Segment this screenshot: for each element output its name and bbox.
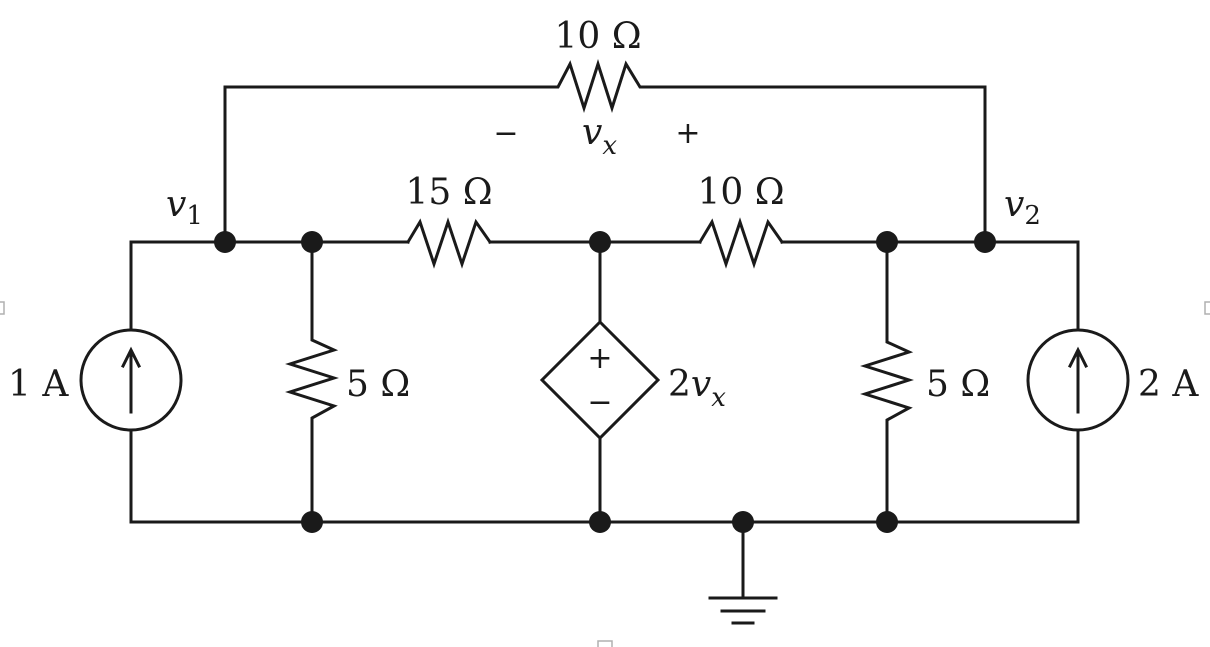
dep-source-plus: + <box>587 341 612 376</box>
node-dot <box>876 511 898 533</box>
crop-mark-right <box>1204 301 1210 315</box>
label-v1: v1 <box>166 184 203 231</box>
dep-var: v <box>691 364 711 405</box>
resistor-5-ohm-right <box>860 240 914 524</box>
v1-var: v <box>166 184 186 225</box>
label-v2: v2 <box>1004 184 1041 231</box>
crop-mark-left <box>0 301 5 315</box>
dependent-voltage-source <box>539 319 661 441</box>
node-dot <box>301 511 323 533</box>
node-dot <box>876 231 898 253</box>
arrow-up-icon <box>1067 346 1089 414</box>
dep-sub: x <box>711 383 726 413</box>
label-r5-right: 5 Ω <box>926 364 990 405</box>
v1-sub: 1 <box>186 201 203 231</box>
crop-mark-bottom <box>597 640 613 647</box>
wire-mid-right <box>780 240 1080 332</box>
label-source-right: 2 A <box>1138 364 1199 405</box>
label-vx-minus: − <box>493 116 518 151</box>
node-dot <box>301 231 323 253</box>
resistor-15-ohm <box>405 217 493 269</box>
node-dot <box>589 511 611 533</box>
label-vx-plus: + <box>675 116 700 151</box>
node-dot <box>589 231 611 253</box>
dep-source-minus: − <box>587 385 612 420</box>
ground-icon <box>708 520 778 625</box>
label-r5-left: 5 Ω <box>346 364 410 405</box>
label-vx: vx <box>582 112 617 161</box>
node-v1 <box>214 231 236 253</box>
vx-sub: x <box>602 131 617 161</box>
dep-coef: 2 <box>668 364 691 405</box>
label-top-resistor: 10 Ω <box>554 16 641 57</box>
resistor-5-ohm-left <box>285 240 339 524</box>
node-v2 <box>974 231 996 253</box>
label-r15: 15 Ω <box>405 172 492 213</box>
label-dep-source: 2vx <box>668 364 726 413</box>
wire-left-top <box>129 240 410 332</box>
vx-var: v <box>582 112 602 153</box>
resistor-10-ohm-mid <box>697 217 785 269</box>
label-r10-mid: 10 Ω <box>697 172 784 213</box>
v2-var: v <box>1004 184 1024 225</box>
top-wire <box>223 59 987 244</box>
v2-sub: 2 <box>1024 201 1041 231</box>
arrow-up-icon <box>120 346 142 414</box>
label-source-left: 1 A <box>8 364 69 405</box>
node-ground <box>732 511 754 533</box>
